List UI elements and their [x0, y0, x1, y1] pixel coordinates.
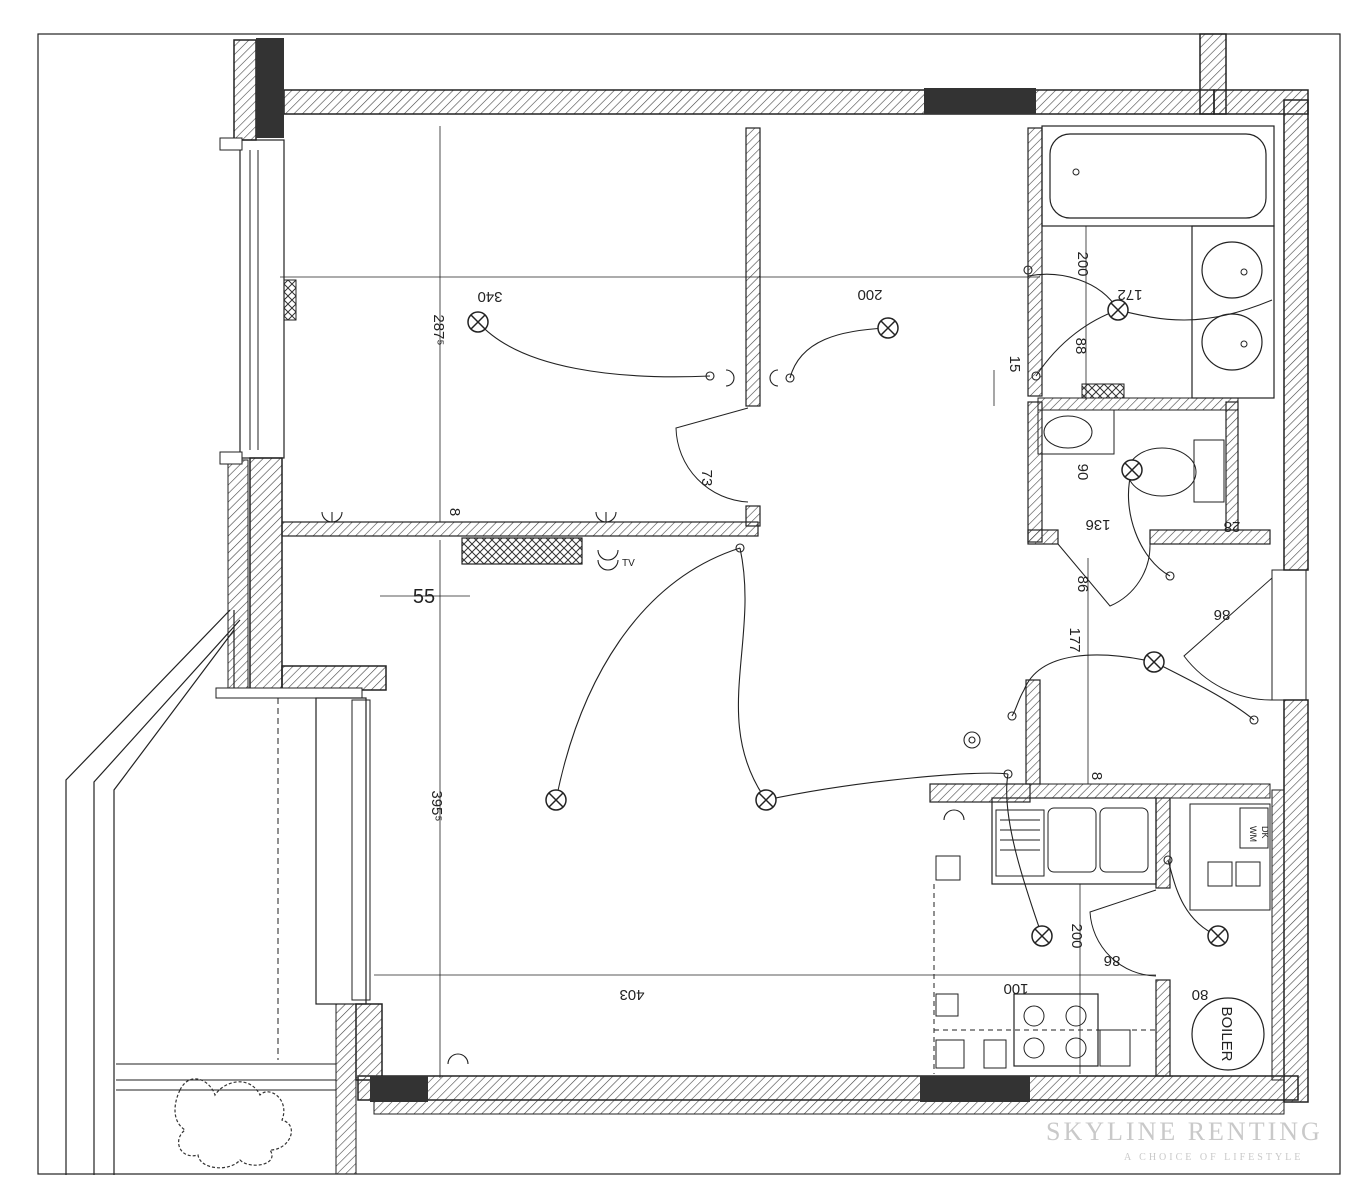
dim-15: 15	[1006, 356, 1023, 373]
dim-287: 287⁵	[430, 314, 447, 345]
door-swings	[675, 407, 1273, 977]
dk-label: DK	[1260, 826, 1270, 839]
dim-172: 172	[1117, 286, 1142, 303]
dim-340: 340	[477, 288, 502, 305]
dim-177: 177	[1066, 627, 1083, 652]
dim-73: 73	[698, 470, 715, 487]
dim-55: 55	[413, 586, 435, 608]
dim-395: 395⁵	[428, 790, 445, 821]
wm-label: WM	[1248, 826, 1258, 842]
dimension-lines	[280, 126, 1156, 1078]
exterior-walls	[227, 33, 1309, 1175]
windows	[219, 38, 1307, 1102]
dim-90: 90	[1074, 464, 1091, 481]
dim-86-b: 86	[1214, 606, 1231, 623]
balcony	[65, 609, 371, 1175]
switches-sockets	[321, 265, 1259, 1065]
dimension-texts: 340 287⁵ 200 200 172 15 90 136 28 55 8 8…	[413, 251, 1240, 1003]
radiator	[461, 537, 583, 565]
wiring	[477, 273, 1273, 937]
page-frame	[37, 33, 1341, 1175]
boiler-label: BOILER	[1218, 1006, 1235, 1061]
kitchen-fixtures: BOILER	[933, 797, 1271, 1074]
dim-8-a: 8	[446, 508, 463, 516]
dim-200-kitchen: 200	[1068, 923, 1085, 948]
dim-88: 88	[1072, 338, 1089, 355]
dim-403: 403	[619, 986, 644, 1003]
dim-8-b: 8	[1088, 772, 1105, 780]
bathroom-fixtures	[1037, 125, 1275, 503]
dim-136: 136	[1085, 516, 1110, 533]
dim-86-a: 86	[1074, 576, 1091, 593]
dim-200-top: 200	[857, 286, 882, 303]
tv-label: TV	[622, 558, 635, 569]
dim-28: 28	[1224, 518, 1241, 535]
dim-200-bath: 200	[1074, 251, 1091, 276]
watermark-brand: SKYLINE RENTING	[1046, 1117, 1323, 1146]
dim-80: 80	[1192, 986, 1209, 1003]
watermark-tagline: A CHOICE OF LIFESTYLE	[1124, 1152, 1303, 1163]
interior-walls	[281, 127, 1285, 1081]
dim-100: 100	[1003, 980, 1028, 997]
dim-86-c: 86	[1104, 952, 1121, 969]
